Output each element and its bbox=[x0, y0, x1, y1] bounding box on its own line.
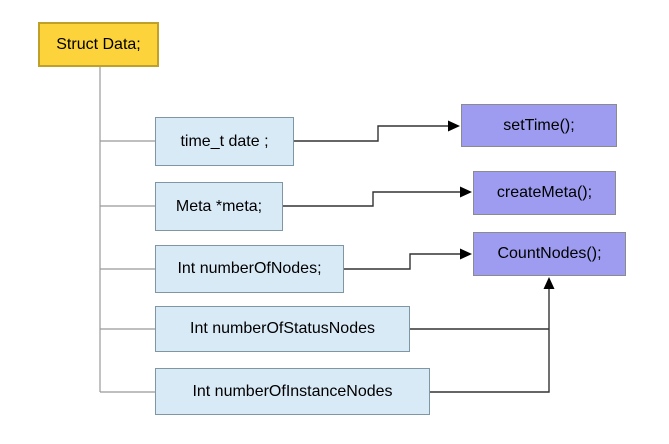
arrowhead-createmeta bbox=[460, 186, 472, 198]
arrowheads bbox=[448, 120, 555, 289]
field-box-number-of-status-nodes: Int numberOfStatusNodes bbox=[155, 306, 410, 352]
function-box-createmeta: createMeta(); bbox=[473, 171, 616, 215]
arrow-lines bbox=[283, 125, 550, 393]
arrowhead-countnodes-left bbox=[460, 248, 472, 260]
function-box-settime: setTime(); bbox=[461, 104, 617, 147]
struct-data-box: Struct Data; bbox=[38, 22, 159, 67]
field-box-number-of-instance-nodes: Int numberOfInstanceNodes bbox=[155, 368, 430, 415]
function-box-countnodes: CountNodes(); bbox=[473, 232, 626, 276]
field-box-meta-pointer: Meta *meta; bbox=[155, 182, 283, 231]
arrowhead-settime bbox=[448, 120, 460, 132]
arrowhead-countnodes-bottom bbox=[543, 277, 555, 289]
field-box-time-t-date: time_t date ; bbox=[155, 117, 294, 166]
field-box-number-of-nodes: Int numberOfNodes; bbox=[155, 245, 344, 293]
trunk-lines bbox=[99, 67, 155, 393]
